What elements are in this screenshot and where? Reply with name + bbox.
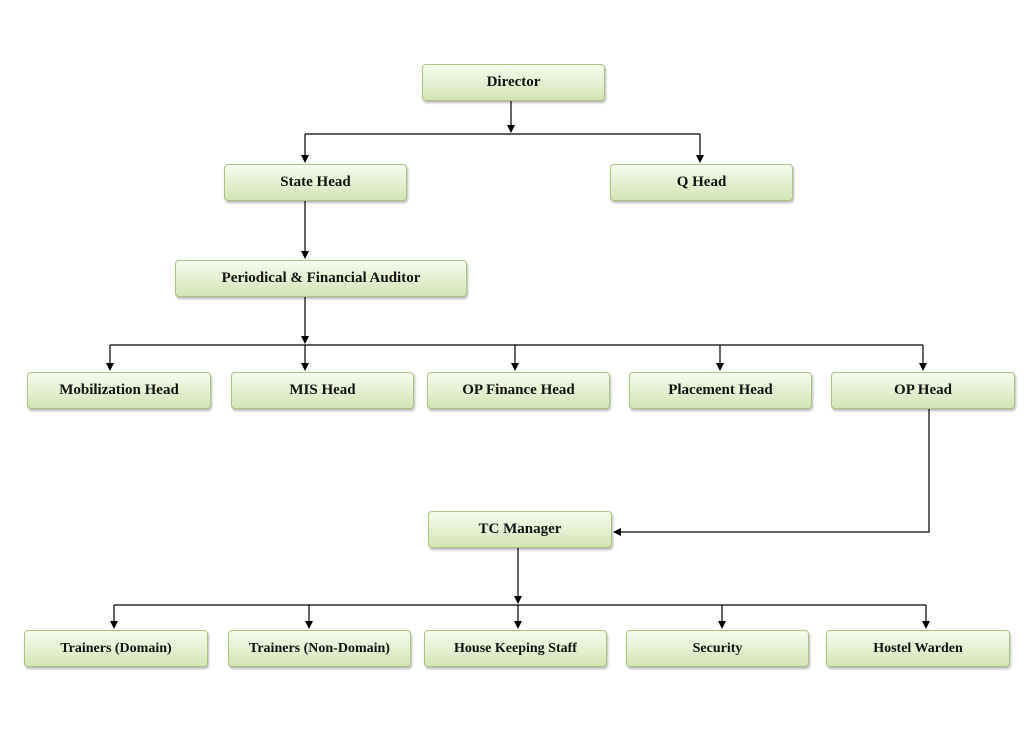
- node-q-head: Q Head: [610, 164, 793, 201]
- node-op-head: OP Head: [831, 372, 1015, 409]
- node-periodical-financial-auditor: Periodical & Financial Auditor: [175, 260, 467, 297]
- node-hostel-warden: Hostel Warden: [826, 630, 1010, 667]
- node-mis-head: MIS Head: [231, 372, 414, 409]
- node-house-keeping-staff: House Keeping Staff: [424, 630, 607, 667]
- node-tc-manager: TC Manager: [428, 511, 612, 548]
- node-director: Director: [422, 64, 605, 101]
- node-op-finance-head: OP Finance Head: [427, 372, 610, 409]
- node-placement-head: Placement Head: [629, 372, 812, 409]
- node-mobilization-head: Mobilization Head: [27, 372, 211, 409]
- node-trainers-non-domain: Trainers (Non-Domain): [228, 630, 411, 667]
- connector-op-head-to-tc-manager: [613, 409, 930, 536]
- node-security: Security: [626, 630, 809, 667]
- node-state-head: State Head: [224, 164, 407, 201]
- node-trainers-domain: Trainers (Domain): [24, 630, 208, 667]
